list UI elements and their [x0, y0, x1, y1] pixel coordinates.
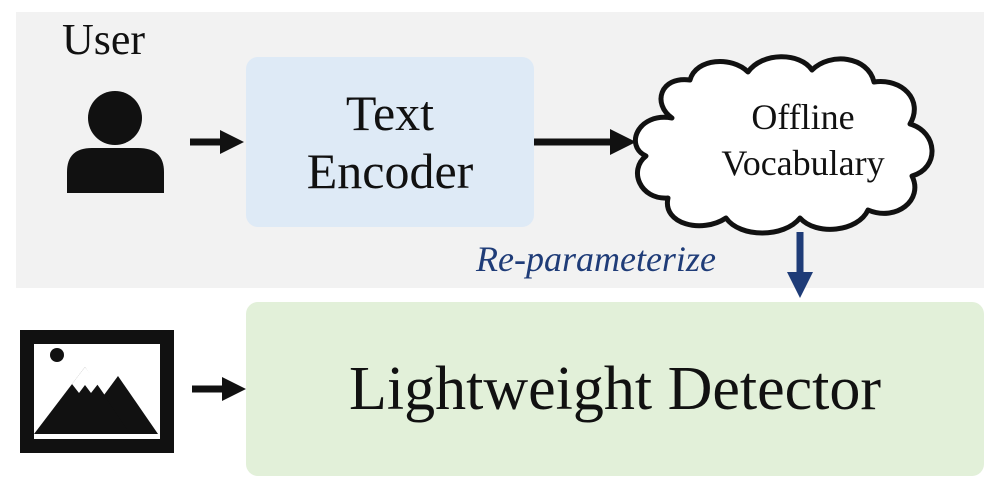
offline-vocabulary-text-wrap: Offline Vocabulary — [632, 66, 974, 238]
reparameterize-arrow — [787, 232, 813, 298]
arrow-image-to-detector — [192, 377, 246, 401]
image-icon — [20, 330, 174, 453]
user-label: User — [62, 15, 146, 64]
offline-vocabulary-label-line1: Offline — [751, 97, 855, 137]
text-encoder-box: Text Encoder — [246, 57, 534, 227]
reparameterize-label: Re-parameterize — [476, 239, 716, 279]
text-encoder-label-line2: Encoder — [306, 143, 474, 199]
offline-vocabulary-cloud — [632, 54, 935, 236]
lightweight-detector-box: Lightweight Detector — [246, 302, 984, 476]
arrow-user-to-encoder — [190, 130, 244, 154]
offline-vocabulary-label-line2: Vocabulary — [721, 143, 885, 183]
person-icon — [67, 91, 164, 193]
arrow-encoder-to-vocabulary — [534, 129, 636, 155]
text-encoder-label-line1: Text — [345, 85, 435, 141]
lightweight-detector-label: Lightweight Detector — [349, 354, 881, 423]
